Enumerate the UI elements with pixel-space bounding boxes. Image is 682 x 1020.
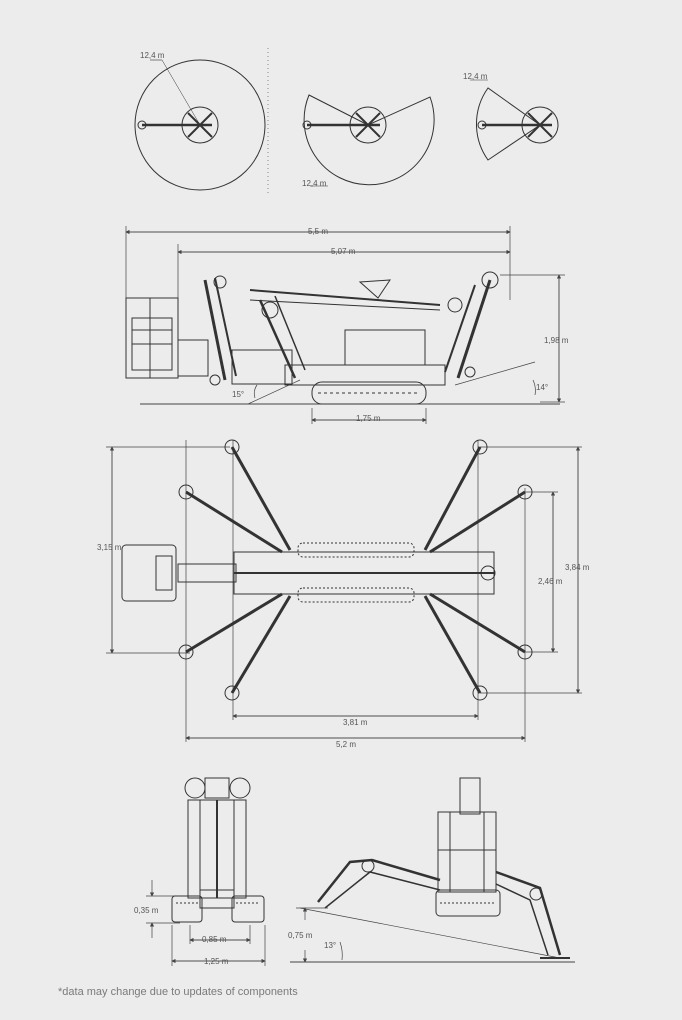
side-view-machine: [125, 271, 499, 405]
front-view-machine: [171, 777, 265, 923]
slope-view-dimensions: [290, 907, 575, 963]
top-width-right-inner-label: 2,46 m: [538, 577, 563, 586]
outreach-partial-label: 12,4 m: [302, 179, 327, 188]
top-view-dimensions: [106, 440, 582, 742]
front-gauge-label: 0,85 m: [202, 935, 227, 944]
slope-leg-height-label: 0,75 m: [288, 931, 313, 940]
top-width-left-label: 3,15 m: [97, 543, 122, 552]
outreach-full-label: 12,4 m: [140, 51, 165, 60]
front-view-dimensions: [146, 880, 266, 966]
front-width-label: 1,25 m: [204, 957, 229, 966]
side-length-label: 5,5 m: [308, 227, 328, 236]
outreach-narrow-sector: [470, 79, 559, 161]
side-length-inner-label: 5,07 m: [331, 247, 356, 256]
side-angle-front-label: 15°: [232, 390, 244, 399]
side-height-label: 1,98 m: [544, 336, 569, 345]
top-view-machine: [121, 439, 533, 701]
top-width-right-outer-label: 3,84 m: [565, 563, 590, 572]
top-length-inner-label: 3,81 m: [343, 718, 368, 727]
top-length-outer-label: 5,2 m: [336, 740, 356, 749]
slope-view-machine: [317, 777, 570, 959]
slope-angle-label: 13°: [324, 941, 336, 950]
outreach-partial-sector: [302, 94, 435, 187]
front-clearance-label: 0,35 m: [134, 906, 159, 915]
side-angle-rear-label: 14°: [536, 383, 548, 392]
outreach-full-circle: [134, 59, 266, 191]
side-track-label: 1,75 m: [356, 414, 381, 423]
outreach-narrow-label: 12,4 m: [463, 72, 488, 81]
footnote: *data may change due to updates of compo…: [58, 986, 298, 998]
